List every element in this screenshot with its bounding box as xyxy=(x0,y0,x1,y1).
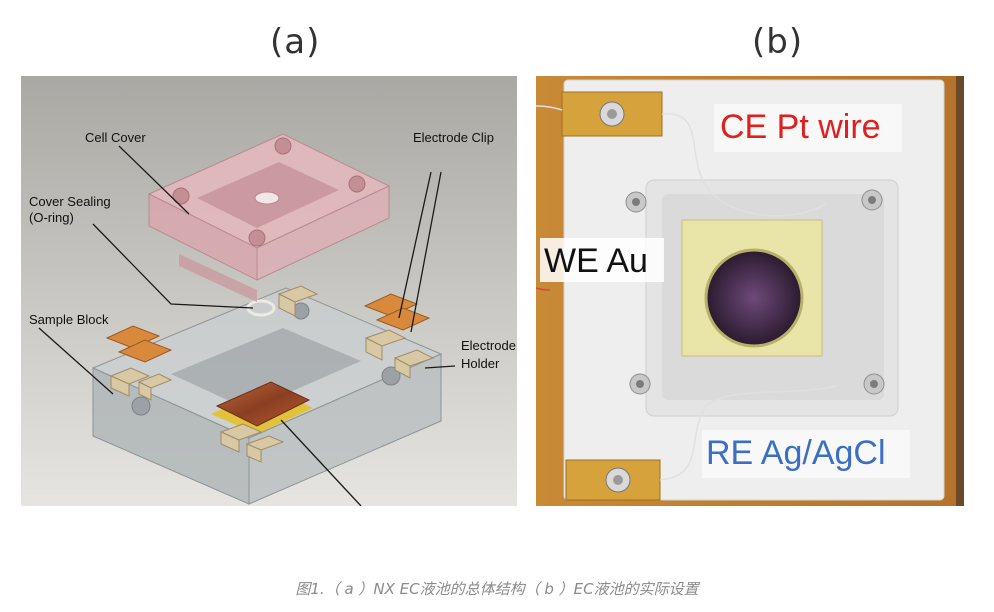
figure-caption: 图1.（ a ）NX EC液池的总体结构（ b ）EC液池的实际设置 xyxy=(295,580,699,598)
panel-b-label: (b) xyxy=(752,22,804,62)
electrode-clips xyxy=(105,293,431,363)
sample-block-shape xyxy=(91,287,443,505)
label-we-au: WE Au xyxy=(544,242,648,280)
electrode-holders xyxy=(109,285,435,463)
ec-cell-photo: CE Pt wire WE Au RE Ag/AgCl xyxy=(536,76,964,506)
label-electrode: Electrode xyxy=(461,338,516,353)
ec-cell-exploded-diagram: Cell Cover Electrode Clip Cover Sealing … xyxy=(21,76,517,506)
brass-clips xyxy=(561,91,663,501)
label-o-ring: (O-ring) xyxy=(29,210,74,225)
gold-sample-shape xyxy=(681,219,823,357)
exploded-diagram-svg: Cell Cover Electrode Clip Cover Sealing … xyxy=(21,76,517,506)
label-cell-cover: Cell Cover xyxy=(85,130,146,145)
copper-sample-shape xyxy=(211,381,313,434)
label-sample-block: Sample Block xyxy=(29,312,109,327)
label-holder: Holder xyxy=(461,356,500,371)
panel-a-label: (a) xyxy=(270,22,321,62)
leader-lines xyxy=(38,145,456,506)
electrode-wires xyxy=(536,105,837,481)
photo-svg: CE Pt wire WE Au RE Ag/AgCl xyxy=(536,76,964,506)
label-re-ag-agcl: RE Ag/AgCl xyxy=(706,434,886,472)
label-electrode-clip: Electrode Clip xyxy=(413,130,494,145)
label-ce-pt-wire: CE Pt wire xyxy=(720,108,881,146)
label-cover-sealing: Cover Sealing xyxy=(29,194,111,209)
cell-cover-shape xyxy=(147,133,391,302)
